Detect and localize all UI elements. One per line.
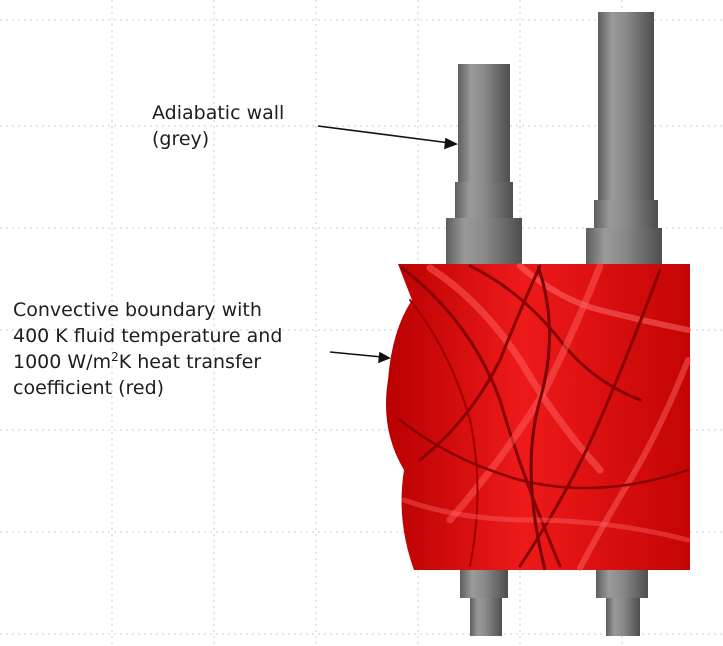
convective-line2: 400 K fluid temperature and bbox=[13, 325, 283, 347]
convective-boundary-label: Convective boundary with 400 K fluid tem… bbox=[13, 297, 282, 401]
bottom-shafts bbox=[460, 568, 648, 636]
adiabatic-line1: Adiabatic wall bbox=[152, 102, 285, 124]
adiabatic-line2: (grey) bbox=[152, 128, 210, 150]
convective-line3-prefix: 1000 W/m bbox=[13, 351, 112, 373]
convective-line4: coefficient (red) bbox=[13, 377, 165, 399]
leader-arrow-icon bbox=[317, 125, 459, 364]
left-shaft bbox=[446, 64, 522, 266]
convective-line3: 1000 W/m2K heat transfer bbox=[13, 349, 282, 375]
convective-line3-suffix: K heat transfer bbox=[118, 351, 262, 373]
right-shaft bbox=[586, 12, 662, 266]
adiabatic-wall-label: Adiabatic wall (grey) bbox=[152, 100, 284, 152]
convective-line3-sup: 2 bbox=[111, 350, 119, 364]
rotor-body bbox=[386, 262, 691, 571]
convective-line1: Convective boundary with bbox=[13, 299, 262, 321]
